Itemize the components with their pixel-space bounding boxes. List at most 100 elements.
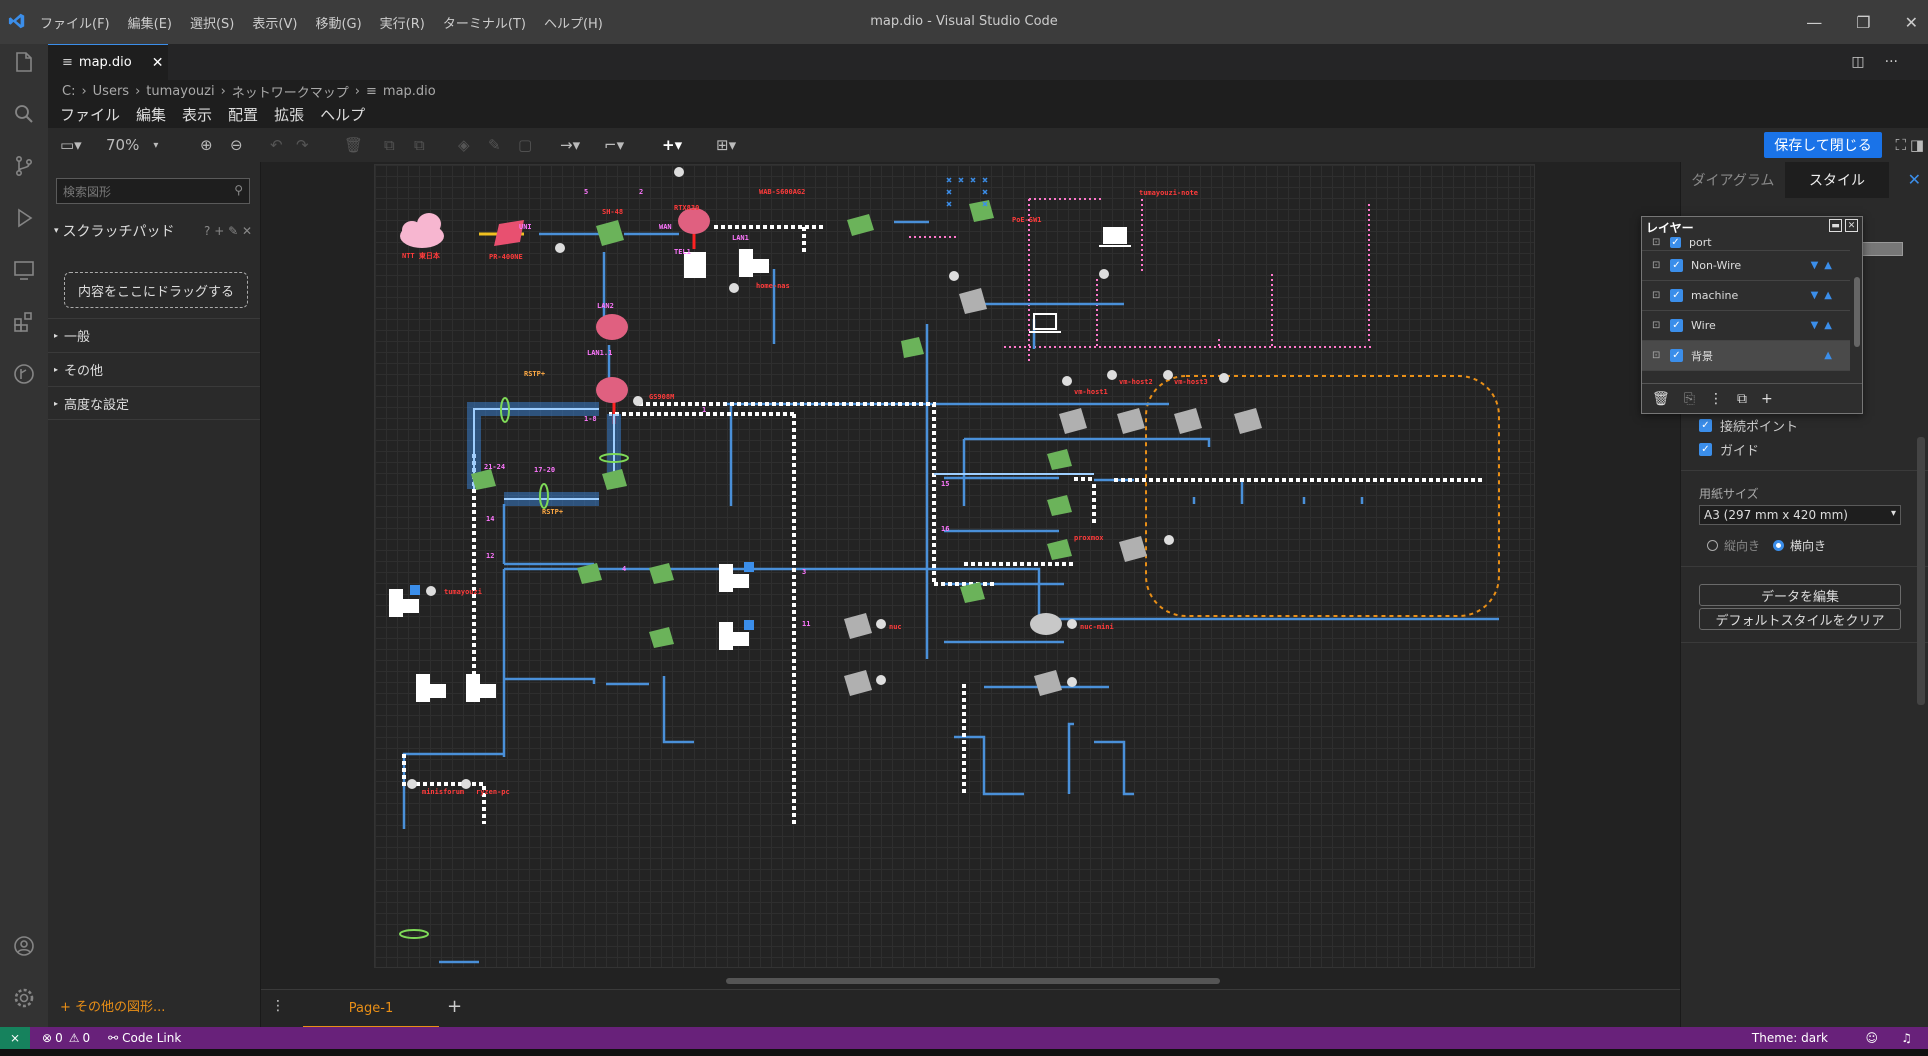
run-debug-icon[interactable]	[12, 206, 36, 230]
phone-icon[interactable]	[684, 252, 706, 278]
scratchpad-header[interactable]: ▾ スクラッチパッド ? + ✎ ✕	[54, 224, 252, 240]
drawio-menu-file[interactable]: ファイル	[60, 106, 121, 124]
layer-row-wire[interactable]: ⊡✓Wire▼▲	[1642, 311, 1850, 341]
landscape-radio[interactable]: 横向き	[1773, 536, 1826, 554]
undo-icon[interactable]: ↶	[270, 136, 283, 154]
menu-selection[interactable]: 選択(S)	[189, 16, 235, 32]
breadcrumb-file[interactable]: map.dio	[382, 83, 436, 99]
scratchpad-dropzone[interactable]: 内容をここにドラッグする	[64, 272, 248, 308]
portrait-radio[interactable]: 縦向き	[1707, 536, 1760, 554]
menu-file[interactable]: ファイル(F)	[40, 16, 110, 32]
menu-edit[interactable]: 編集(E)	[127, 16, 172, 32]
minimize-icon[interactable]: —	[1806, 12, 1823, 32]
zoom-out-icon[interactable]: ⊖	[230, 136, 243, 154]
breadcrumb-drive[interactable]: C:	[62, 83, 76, 99]
guides-checkbox[interactable]: ✓ガイド	[1699, 439, 1759, 459]
delete-icon[interactable]: 🗑	[344, 136, 364, 154]
canvas-horizontal-scrollbar[interactable]	[726, 978, 1220, 984]
section-misc[interactable]: ▸その他	[48, 352, 260, 386]
layer-row-background[interactable]: ⊡✓背景▲	[1642, 341, 1850, 371]
delete-layer-icon[interactable]: 🗑	[1652, 390, 1670, 407]
drawio-menu-view[interactable]: 表示	[182, 106, 213, 124]
close-panel-icon[interactable]: ✕	[1907, 170, 1921, 189]
warning-count[interactable]: 0	[82, 1031, 91, 1045]
breadcrumb-folder[interactable]: ネットワークマップ	[231, 85, 349, 101]
onu-icon[interactable]	[494, 220, 524, 246]
search-icon[interactable]	[12, 102, 36, 126]
laptop-icon[interactable]	[1029, 227, 1131, 333]
insert-icon[interactable]: +▾	[662, 136, 683, 154]
server-group-box[interactable]	[1145, 375, 1500, 617]
settings-gear-icon[interactable]	[12, 986, 36, 1010]
redo-icon[interactable]: ↷	[296, 136, 309, 154]
drawio-menu-extras[interactable]: 拡張	[274, 106, 305, 124]
shape-search-input[interactable]: 検索図形 ⚲	[56, 178, 250, 204]
edit-data-button[interactable]: データを編集	[1699, 584, 1901, 606]
layers-scrollbar[interactable]	[1854, 277, 1860, 347]
duplicate-layer-icon[interactable]: ⧉	[1736, 390, 1747, 407]
network-diagram[interactable]: NTT 東日本 PR-400NE UNI WAN LAN1 LAN2 LAN1.…	[374, 164, 1533, 966]
connection-icon[interactable]: →▾	[560, 136, 581, 154]
section-advanced[interactable]: ▸高度な設定	[48, 386, 260, 420]
pc-icon[interactable]	[389, 249, 769, 702]
section-general[interactable]: ▸一般	[48, 318, 260, 352]
feedback-icon[interactable]: ☺	[1865, 1031, 1878, 1045]
git-graph-icon[interactable]	[12, 362, 36, 386]
remote-explorer-icon[interactable]	[12, 258, 36, 282]
zoom-select[interactable]: 70%▾	[106, 136, 159, 154]
layer-row-non-wire[interactable]: ⊡✓Non-Wire▼▲	[1642, 251, 1850, 281]
more-shapes-link[interactable]: + その他の図形...	[60, 1000, 166, 1015]
layer-row-machine[interactable]: ⊡✓machine▼▲	[1642, 281, 1850, 311]
notifications-bell-icon[interactable]: ♫	[1901, 1031, 1912, 1045]
codelink-status[interactable]: Code Link	[122, 1031, 182, 1045]
waypoints-icon[interactable]: ⌐▾	[604, 136, 625, 154]
line-color-icon[interactable]: ✎	[488, 136, 501, 154]
color-swatch[interactable]	[1861, 242, 1903, 256]
restore-icon[interactable]: ❐	[1856, 12, 1871, 32]
paper-size-select[interactable]: A3 (297 mm x 420 mm)▾	[1699, 505, 1901, 525]
layers-dialog[interactable]: レイヤー ▬✕ ⊡✓port ⊡✓Non-Wire▼▲ ⊡✓machine▼▲ …	[1641, 216, 1863, 414]
drawio-menu-edit[interactable]: 編集	[136, 106, 167, 124]
menu-run[interactable]: 実行(R)	[379, 16, 425, 32]
menu-view[interactable]: 表示(V)	[252, 16, 298, 32]
fullscreen-icon[interactable]: ⛶	[1895, 136, 1906, 154]
more-actions-icon[interactable]: ···	[1884, 54, 1898, 70]
drawio-menu-help[interactable]: ヘルプ	[320, 106, 366, 124]
menu-go[interactable]: 移動(G)	[315, 16, 362, 32]
add-layer-icon[interactable]: +	[1760, 390, 1773, 407]
shadow-icon[interactable]: ▢	[518, 136, 533, 154]
breadcrumb-users[interactable]: Users	[92, 83, 130, 99]
error-count[interactable]: 0	[55, 1031, 63, 1045]
layer-menu-icon[interactable]: ⋮	[1708, 390, 1723, 407]
menu-help[interactable]: ヘルプ(H)	[543, 16, 603, 32]
move-selection-icon[interactable]: ⎘	[1683, 390, 1695, 407]
connection-points-checkbox[interactable]: ✓接続ポイント	[1699, 415, 1798, 435]
format-panel-toggle-icon[interactable]: ◨	[1909, 136, 1924, 154]
tab-map-dio[interactable]: ≡ map.dio ✕	[48, 44, 168, 80]
fill-color-icon[interactable]: ◈	[458, 136, 470, 154]
storage-icon[interactable]	[407, 167, 1229, 789]
layer-row-port[interactable]: ⊡✓port	[1642, 235, 1850, 251]
pages-menu-icon[interactable]: ⋮	[271, 998, 285, 1014]
clear-default-style-button[interactable]: デフォルトスタイルをクリア	[1699, 608, 1901, 630]
tab-style[interactable]: スタイル	[1785, 162, 1889, 198]
error-icon[interactable]: ⊗	[42, 1031, 53, 1045]
minimize-icon[interactable]: ▬	[1829, 219, 1842, 232]
to-front-icon[interactable]: ⧉	[384, 136, 395, 154]
close-window-icon[interactable]: ✕	[1904, 12, 1918, 32]
extensions-icon[interactable]	[12, 310, 36, 334]
warning-icon[interactable]: ⚠	[68, 1031, 80, 1045]
to-back-icon[interactable]: ⧉	[414, 136, 425, 154]
drawio-menu-arrange[interactable]: 配置	[228, 106, 259, 124]
breadcrumb-user[interactable]: tumayouzi	[146, 83, 215, 99]
view-panels-icon[interactable]: ▭▾	[60, 136, 82, 154]
table-icon[interactable]: ⊞▾	[716, 136, 737, 154]
add-page-icon[interactable]: +	[447, 996, 463, 1017]
zoom-in-icon[interactable]: ⊕	[200, 136, 213, 154]
page-tab[interactable]: Page-1	[303, 990, 439, 1028]
close-tab-icon[interactable]: ✕	[151, 54, 164, 71]
split-editor-icon[interactable]: ◫	[1851, 54, 1865, 70]
scratchpad-tools[interactable]: ? + ✎ ✕	[204, 224, 252, 238]
explorer-icon[interactable]	[12, 50, 36, 74]
tab-diagram[interactable]: ダイアグラム	[1681, 162, 1785, 198]
